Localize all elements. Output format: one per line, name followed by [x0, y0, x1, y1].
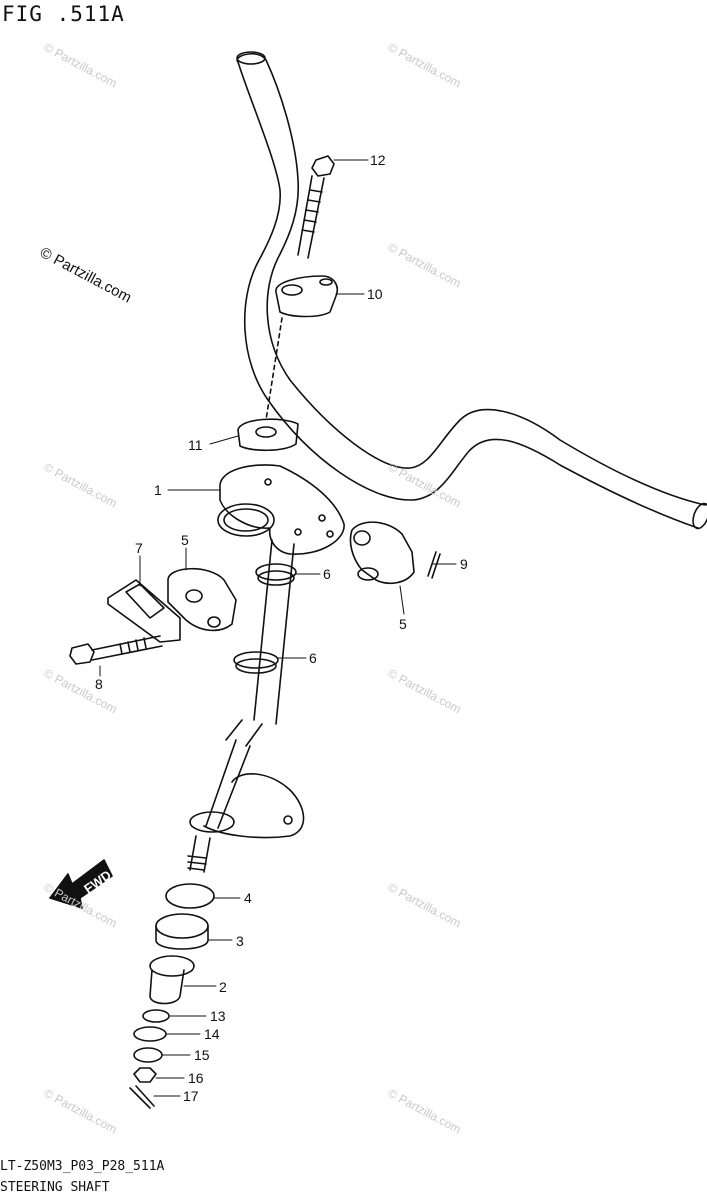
- cotter-pin-9: [427, 551, 441, 579]
- oil-seal: [155, 913, 209, 950]
- shaft-clamp-left: [167, 568, 237, 632]
- handlebar-bolt: [297, 155, 335, 259]
- washer-14: [133, 1026, 167, 1042]
- o-ring: [165, 883, 215, 909]
- guide-line: [265, 317, 283, 421]
- fwd-arrow: [49, 859, 113, 909]
- callout-label: 7: [135, 540, 143, 556]
- lock-plate: [107, 579, 181, 643]
- leader-lines: [99, 159, 457, 1097]
- callout-label: 1: [154, 482, 162, 498]
- steering-bracket: [217, 464, 345, 555]
- callout-label: 9: [460, 556, 468, 572]
- callout-label: 3: [236, 933, 244, 949]
- bushing: [149, 955, 195, 1005]
- lower-holder: [237, 418, 299, 452]
- callout-label: 4: [244, 890, 252, 906]
- callout-label: 15: [194, 1047, 210, 1063]
- callout-label: 16: [188, 1070, 204, 1086]
- clamp-bolt: [69, 635, 163, 665]
- figure-title: FIG .511A: [2, 2, 125, 26]
- callout-label: 14: [204, 1026, 220, 1042]
- handlebar: [236, 51, 707, 530]
- callout-label: 6: [323, 566, 331, 582]
- callout-label: 17: [183, 1088, 199, 1104]
- diagram-name: STEERING SHAFT: [0, 1180, 110, 1195]
- washer-13: [142, 1009, 170, 1023]
- callout-label: 12: [370, 152, 386, 168]
- callout-label: 11: [188, 437, 203, 453]
- shaft-clamp-right: [349, 521, 415, 585]
- callout-label: 13: [210, 1008, 226, 1024]
- callout-label: 5: [181, 532, 189, 548]
- nut-16: [133, 1067, 157, 1083]
- callout-label: 8: [95, 676, 103, 692]
- upper-holder: [275, 275, 338, 318]
- callout-label: 5: [399, 616, 407, 632]
- callout-label: 2: [219, 979, 227, 995]
- cotter-pin-17: [129, 1085, 155, 1109]
- steering-shaft: [187, 539, 305, 873]
- washer-15: [133, 1047, 163, 1063]
- diagram-code: LT-Z50M3_P03_P28_511A: [0, 1159, 165, 1174]
- callout-label: 6: [309, 650, 317, 666]
- callout-label: 10: [367, 286, 383, 302]
